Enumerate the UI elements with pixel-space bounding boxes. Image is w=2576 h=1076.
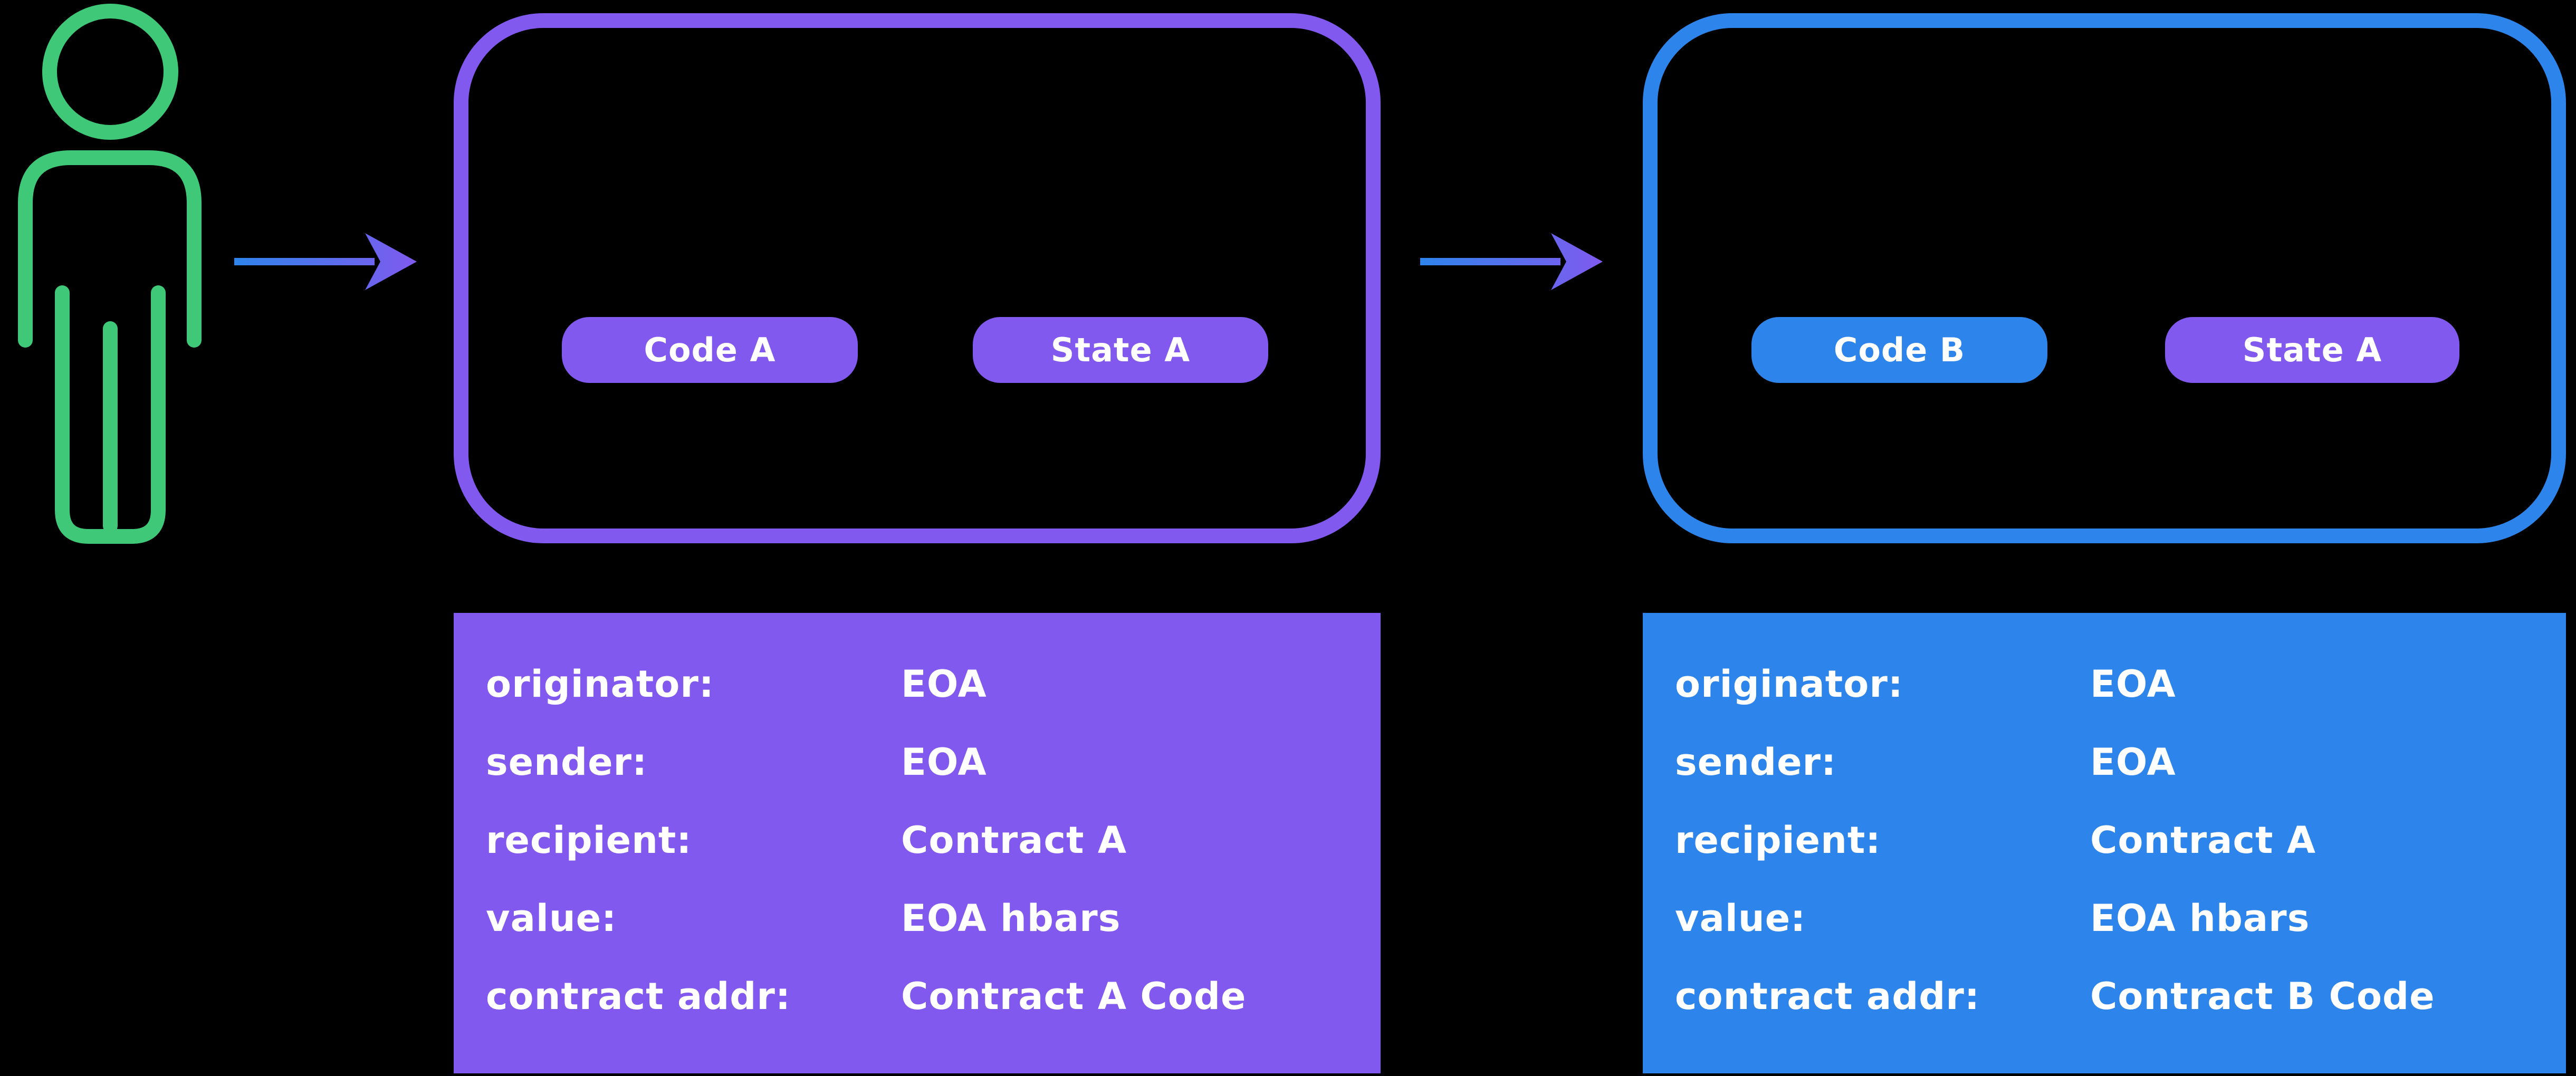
state-a-pill: State A xyxy=(973,317,1268,383)
detail-label: recipient: xyxy=(486,819,692,862)
detail-value: EOA hbars xyxy=(2090,897,2310,940)
detail-value: EOA xyxy=(901,662,987,706)
detail-row-originator: originator: EOA xyxy=(1643,645,2566,723)
contract-b-details-panel: originator: EOA sender: EOA recipient: C… xyxy=(1643,613,2566,1073)
detail-label: contract addr: xyxy=(486,975,791,1018)
code-a-pill-label: Code A xyxy=(644,331,776,369)
state-a-pill-b: State A xyxy=(2165,317,2459,383)
detail-row-contract-addr: contract addr: Contract A Code xyxy=(454,957,1381,1035)
detail-label: recipient: xyxy=(1675,819,1881,862)
detail-label: value: xyxy=(1675,897,1806,940)
detail-label: originator: xyxy=(486,662,714,706)
detail-label: contract addr: xyxy=(1675,975,1980,1018)
detail-label: value: xyxy=(486,897,617,940)
detail-value: EOA xyxy=(901,741,987,784)
detail-row-recipient: recipient: Contract A xyxy=(1643,801,2566,879)
code-a-pill: Code A xyxy=(562,317,858,383)
detail-row-recipient: recipient: Contract A xyxy=(454,801,1381,879)
detail-value: EOA hbars xyxy=(901,897,1121,940)
state-a-pill-label: State A xyxy=(1050,331,1191,369)
person-torso-arms xyxy=(18,150,202,348)
state-a-pill-b-label: State A xyxy=(2242,331,2382,369)
contract-b-box: Code B State A xyxy=(1643,13,2566,543)
person-head xyxy=(42,4,178,140)
code-b-pill-label: Code B xyxy=(1833,331,1966,369)
code-b-pill: Code B xyxy=(1751,317,2047,383)
detail-value: EOA xyxy=(2090,662,2176,706)
detail-label: sender: xyxy=(1675,741,1837,784)
contract-a-details-panel: originator: EOA sender: EOA recipient: C… xyxy=(454,613,1381,1073)
detail-value: Contract B Code xyxy=(2090,975,2435,1018)
detail-row-sender: sender: EOA xyxy=(1643,723,2566,801)
detail-row-contract-addr: contract addr: Contract B Code xyxy=(1643,957,2566,1035)
detail-row-value: value: EOA hbars xyxy=(1643,879,2566,957)
detail-label: sender: xyxy=(486,741,648,784)
detail-value: Contract A xyxy=(2090,819,2316,862)
contract-a-box: Code A State A xyxy=(454,13,1381,543)
detail-value: EOA xyxy=(2090,741,2176,784)
detail-value: Contract A xyxy=(901,819,1127,862)
arrow-contract-a-to-contract-b-icon xyxy=(1420,233,1603,290)
detail-row-value: value: EOA hbars xyxy=(454,879,1381,957)
detail-row-sender: sender: EOA xyxy=(454,723,1381,801)
detail-value: Contract A Code xyxy=(901,975,1247,1018)
detail-row-originator: originator: EOA xyxy=(454,645,1381,723)
person-icon xyxy=(18,4,202,544)
arrow-person-to-contract-a-icon xyxy=(234,233,417,290)
detail-label: originator: xyxy=(1675,662,1903,706)
person-legs xyxy=(55,285,166,544)
